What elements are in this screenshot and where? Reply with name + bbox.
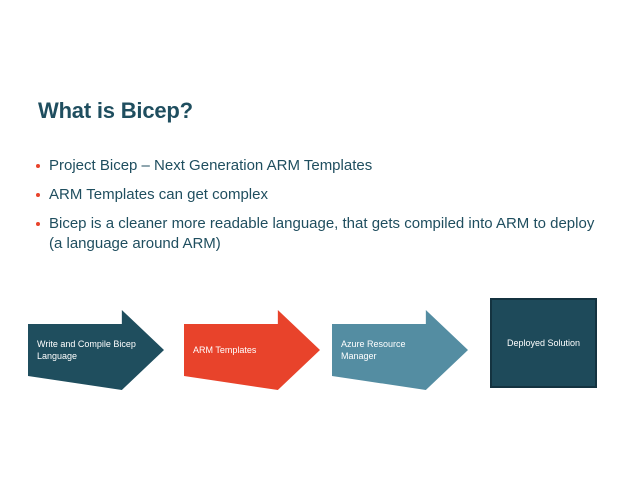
slide-title: What is Bicep?	[38, 98, 193, 123]
bullet-text: Bicep is a cleaner more readable languag…	[49, 215, 595, 252]
flow-arrow-arm-templates: ARM Templates	[184, 310, 320, 390]
bullet-text: Project Bicep – Next Generation ARM Temp…	[49, 157, 373, 174]
bullet-marker-icon	[36, 193, 40, 197]
flow-arrow-azure-resource-manager: Azure Resource Manager	[332, 310, 468, 390]
bullet-item: ARM Templates can get complex	[36, 185, 602, 205]
flow-arrow-label: Write and Compile Bicep Language	[37, 339, 136, 361]
flow-arrow-write-compile-bicep: Write and Compile Bicep Language	[28, 310, 164, 390]
bullet-marker-icon	[36, 164, 40, 168]
bullet-marker-icon	[36, 222, 40, 226]
bullet-item: Bicep is a cleaner more readable languag…	[36, 214, 602, 254]
flow-arrow-label: ARM Templates	[193, 345, 257, 355]
flow-box-label: Deployed Solution	[506, 338, 581, 348]
bullet-item: Project Bicep – Next Generation ARM Temp…	[36, 156, 602, 176]
flow-arrow-label: Azure Resource Manager	[341, 339, 406, 361]
bullet-list: Project Bicep – Next Generation ARM Temp…	[36, 156, 602, 263]
flow-box-deployed-solution: Deployed Solution	[490, 298, 597, 388]
bullet-text: ARM Templates can get complex	[49, 186, 268, 203]
